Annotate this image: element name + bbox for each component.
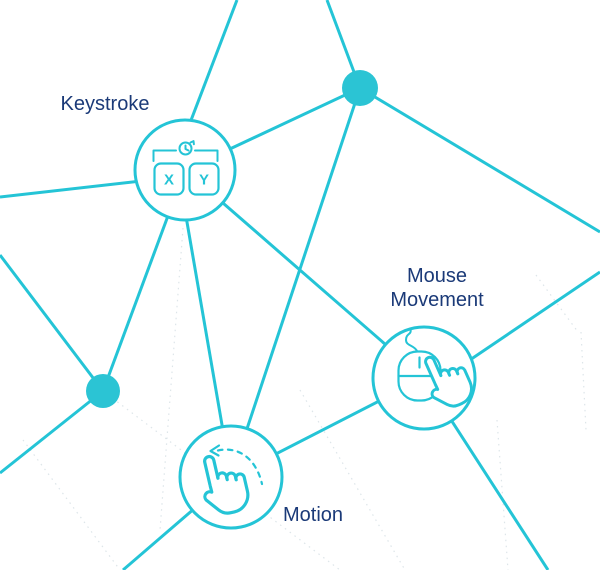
swipe-dashed-arc-icon [216,448,264,486]
mouse-cable-icon [405,328,418,352]
motion-node-label: Motion [282,504,344,526]
key-y-label: Y [199,172,209,189]
swipe-arrowhead-icon [209,444,221,457]
node-motion [178,424,284,530]
node-mouse-movement [371,325,479,431]
node-keystroke: X Y [133,118,237,222]
clock-hands-icon [184,144,190,152]
junction-node-top [342,70,378,106]
mouse-with-pointing-hand-icon [397,328,479,415]
clock-arrow-icon [189,140,195,146]
connection-line [0,254,105,392]
junction-node-left [86,374,120,408]
key-y-cap [188,162,220,196]
key-x-cap [153,162,185,196]
swipe-hand-icon [194,444,264,520]
background-dotted-lines [22,227,587,570]
connection-line [359,86,600,234]
keystroke-xy-timing-icon: X Y [152,140,220,196]
connection-line [184,168,425,380]
mouse-movement-node-label: Mouse Movement [390,265,484,311]
key-x-label: X [164,172,174,189]
connection-line [0,389,104,475]
connection-line [229,87,362,478]
keystroke-node-label: Keystroke [60,93,150,115]
